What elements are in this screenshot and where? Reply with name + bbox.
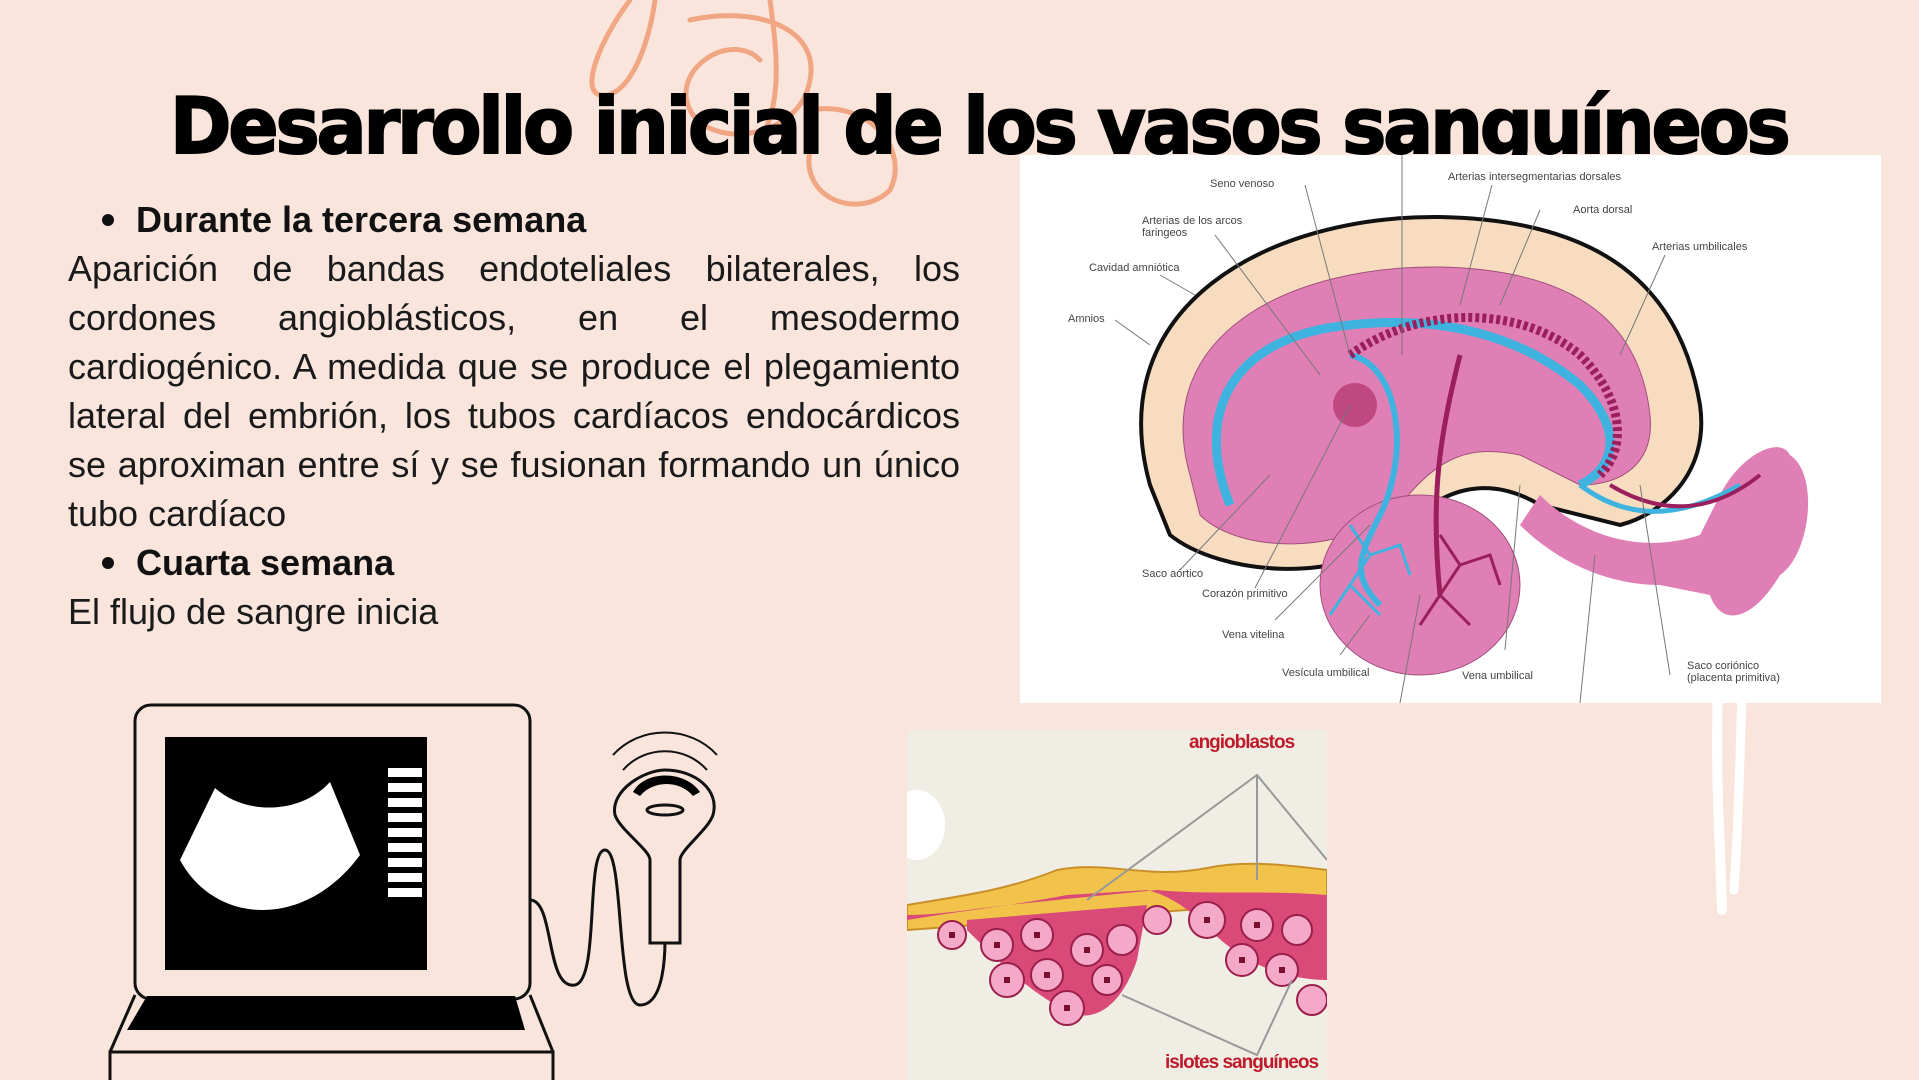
label-vesicula-umbilical: Vesícula umbilical: [1282, 667, 1370, 679]
label-arterias-arcos-2: faringeos: [1142, 227, 1188, 239]
label-aorta-dorsal: Aorta dorsal: [1573, 204, 1633, 216]
ultrasound-probe-icon: [613, 768, 716, 945]
label-corazon-primitivo: Corazón primitivo: [1202, 588, 1288, 600]
decorative-brush-streak: [1712, 690, 1747, 915]
label-arterias-umbilicales: Arterias umbilicales: [1652, 241, 1748, 253]
label-seno-venoso: Seno venoso: [1210, 178, 1275, 190]
label-arterias-intersegmentarias: Arterias intersegmentarias dorsales: [1448, 171, 1622, 183]
embryo-illustration: [1114, 155, 1809, 703]
paragraph-week-4: El flujo de sangre inicia: [68, 591, 439, 632]
slide-title: Desarrollo inicial de los vasos sanguíne…: [169, 81, 1792, 172]
bullet-heading-week-4: Cuarta semana: [68, 538, 960, 587]
bullet-dot-icon: [102, 556, 114, 569]
ultrasound-machine-icon: [108, 703, 718, 1080]
probe-cable: [529, 848, 667, 1007]
label-saco-aortico: Saco aórtico: [1142, 568, 1204, 580]
text-content: Durante la tercera semana Aparición de b…: [68, 195, 960, 636]
label-amnios: Amnios: [1068, 313, 1105, 325]
heading-text: Durante la tercera semana: [136, 198, 587, 240]
angioblast-cell-illustration: angioblastos islotes sanguíneos: [907, 730, 1327, 1080]
blood-island-cells: [907, 773, 1327, 1057]
heading-text: Cuarta semana: [136, 541, 395, 583]
screen-level-bars: [388, 768, 422, 897]
bullet-heading-week-3: Durante la tercera semana: [68, 195, 960, 244]
label-vena-vitelina: Vena vitelina: [1222, 629, 1285, 641]
label-vena-umbilical: Vena umbilical: [1462, 670, 1533, 682]
label-arterias-arcos-1: Arterias de los arcos: [1142, 215, 1243, 227]
label-islotes-sanguineos: islotes sanguíneos: [1165, 1052, 1319, 1073]
label-angioblastos: angioblastos: [1189, 732, 1295, 753]
paragraph-week-3: Aparición de bandas endoteliales bilater…: [68, 248, 960, 534]
signal-waves-icon: [612, 731, 718, 771]
label-saco-corionico-1: Saco coriónico: [1687, 660, 1760, 672]
embryo-circulation-diagram: Seno venoso Arterias intersegmentarias d…: [1020, 155, 1881, 703]
label-saco-corionico-2: (placenta primitiva): [1687, 672, 1780, 684]
label-cavidad-amniotica: Cavidad amniótica: [1089, 262, 1180, 274]
bullet-dot-icon: [102, 213, 114, 226]
